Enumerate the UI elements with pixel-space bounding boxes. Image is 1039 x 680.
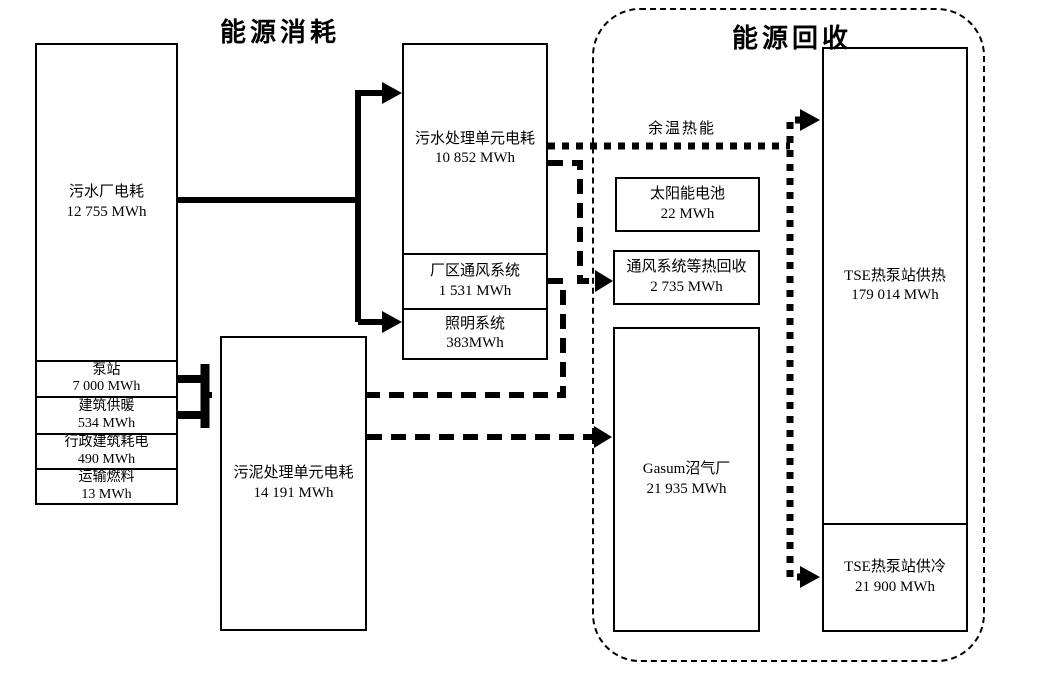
node-label: 泵站 xyxy=(92,362,121,378)
node-wastewater-unit: 污水处理单元电耗 10 852 MWh xyxy=(402,43,548,255)
node-value: 1 531 MWh xyxy=(438,282,512,299)
arrow-to-wastewater-unit xyxy=(382,82,402,104)
node-gasum-biogas: Gasum沼气厂 21 935 MWh xyxy=(613,327,760,632)
node-vent-heat-recovery: 通风系统等热回收 2 735 MWh xyxy=(613,250,760,305)
node-label: 污泥处理单元电耗 xyxy=(233,465,354,481)
node-label: 厂区通风系统 xyxy=(429,263,520,279)
arrow-to-vent-heat-recovery xyxy=(595,270,613,292)
arrow-to-tse-cooling xyxy=(800,566,820,588)
node-label: 污水处理单元电耗 xyxy=(414,130,535,147)
node-value: 2 735 MWh xyxy=(650,278,723,295)
node-value: 13 MWh xyxy=(81,486,132,502)
node-value: 7 000 MWh xyxy=(72,379,141,394)
arrow-to-gasum xyxy=(594,426,612,448)
node-solar-cells: 太阳能电池 22 MWh xyxy=(615,177,760,232)
node-label: 污水厂电耗 xyxy=(68,184,144,200)
node-tse-heating: TSE热泵站供热 179 014 MWh xyxy=(822,47,968,525)
node-value: 21 935 MWh xyxy=(646,480,727,497)
wastewater-to-heat-recovery-dashed-line xyxy=(548,160,597,284)
node-label: 通风系统等热回收 xyxy=(626,259,747,275)
arrow-to-tse-heating xyxy=(800,109,820,131)
arrow-to-lighting-system xyxy=(382,311,402,333)
node-pump-station: 泵站 7 000 MWh xyxy=(35,360,178,398)
node-label: 建筑供暖 xyxy=(78,399,135,415)
consumption-section-title: 能源消耗 xyxy=(219,18,340,47)
node-label: 运输燃料 xyxy=(78,470,135,486)
node-value: 14 191 MWh xyxy=(253,484,334,501)
node-value: 490 MWh xyxy=(77,451,136,467)
node-value: 179 014 MWh xyxy=(851,287,939,303)
node-value: 534 MWh xyxy=(77,415,136,431)
node-value: 22 MWh xyxy=(660,205,715,222)
node-value: 10 852 MWh xyxy=(435,150,515,166)
node-label: 照明系统 xyxy=(444,315,505,332)
node-label: 太阳能电池 xyxy=(649,186,725,202)
ventilation-collector-dashed-line xyxy=(207,278,566,398)
node-transport-fuel: 运输燃料 13 MWh xyxy=(35,468,178,505)
node-sludge-unit: 污泥处理单元电耗 14 191 MWh xyxy=(220,336,367,631)
recovery-section-title: 能源回收 xyxy=(731,24,852,53)
node-admin-building: 行政建筑耗电 490 MWh xyxy=(35,433,178,470)
node-value: 12 755 MWh xyxy=(66,203,147,220)
node-ventilation-system: 厂区通风系统 1 531 MWh xyxy=(402,253,548,310)
node-value: 383MWh xyxy=(446,335,504,351)
recovery-region-border xyxy=(592,8,985,662)
node-building-heating: 建筑供暖 534 MWh xyxy=(35,396,178,435)
residual-heat-vertical-dotted-line xyxy=(786,116,802,581)
node-lighting-system: 照明系统 383MWh xyxy=(402,308,548,360)
node-label: Gasum沼气厂 xyxy=(642,461,731,477)
residual-heat-flow-label: 余温热能 xyxy=(648,121,717,137)
node-plant-electricity: 污水厂电耗 12 755 MWh xyxy=(35,43,178,362)
node-label: 行政建筑耗电 xyxy=(64,435,149,451)
node-value: 21 900 MWh xyxy=(855,578,935,595)
node-label: TSE热泵站供冷 xyxy=(844,559,946,575)
plant-electricity-branch-line xyxy=(355,90,382,322)
node-label: TSE热泵站供热 xyxy=(844,267,946,284)
node-tse-cooling: TSE热泵站供冷 21 900 MWh xyxy=(822,523,968,632)
